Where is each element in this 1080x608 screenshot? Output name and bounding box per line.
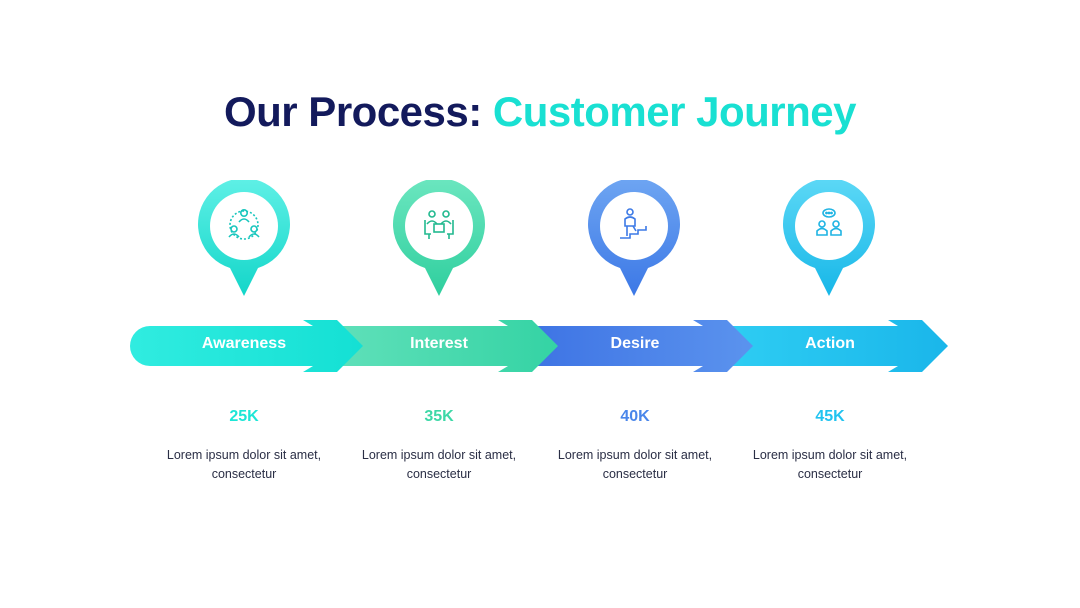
desc-line-2: consectetur xyxy=(797,467,863,481)
page-title: Our Process: Customer Journey xyxy=(0,88,1080,136)
stage-pin-interest xyxy=(392,180,486,296)
stage-description-action: Lorem ipsum dolor sit amet, consectetur xyxy=(735,446,925,484)
meeting-icon xyxy=(424,210,454,239)
arrow-segment-action xyxy=(728,320,948,372)
title-part-dark: Our Process: xyxy=(223,88,482,135)
stage-value-action: 45K xyxy=(815,408,845,425)
stage-pin-action xyxy=(782,180,876,296)
desc-line-1: Lorem ipsum dolor sit amet, xyxy=(557,448,713,462)
stage-value-awareness: 25K xyxy=(229,408,259,425)
stage-description-awareness: Lorem ipsum dolor sit amet, consectetur xyxy=(149,446,339,484)
arrow-segment-interest xyxy=(338,320,558,372)
person-climbing-stairs-icon xyxy=(620,208,647,239)
stage-description-interest: Lorem ipsum dolor sit amet, consectetur xyxy=(344,446,534,484)
title-part-accent: Customer Journey xyxy=(492,88,857,135)
arrow-segment-awareness xyxy=(130,320,363,372)
chat-people-icon xyxy=(816,208,842,236)
stage-label-action: Action xyxy=(805,335,855,352)
stage-label-awareness: Awareness xyxy=(201,335,287,352)
stage-value-interest: 35K xyxy=(424,408,454,425)
stage-pin-awareness xyxy=(197,180,291,296)
group-network-icon xyxy=(228,209,260,240)
stage-value-desire: 40K xyxy=(620,408,650,425)
journey-arrow-bar xyxy=(130,320,948,372)
stage-label-interest: Interest xyxy=(410,335,468,352)
stage-description-desire: Lorem ipsum dolor sit amet, consectetur xyxy=(540,446,730,484)
stage-pin-desire xyxy=(587,180,681,296)
desc-line-1: Lorem ipsum dolor sit amet, xyxy=(361,448,517,462)
desc-line-1: Lorem ipsum dolor sit amet, xyxy=(752,448,908,462)
stage-label-desire: Desire xyxy=(610,335,660,352)
desc-line-1: Lorem ipsum dolor sit amet, xyxy=(166,448,322,462)
desc-line-2: consectetur xyxy=(406,467,472,481)
desc-line-2: consectetur xyxy=(211,467,277,481)
desc-line-2: consectetur xyxy=(602,467,668,481)
arrow-segment-desire xyxy=(533,320,753,372)
